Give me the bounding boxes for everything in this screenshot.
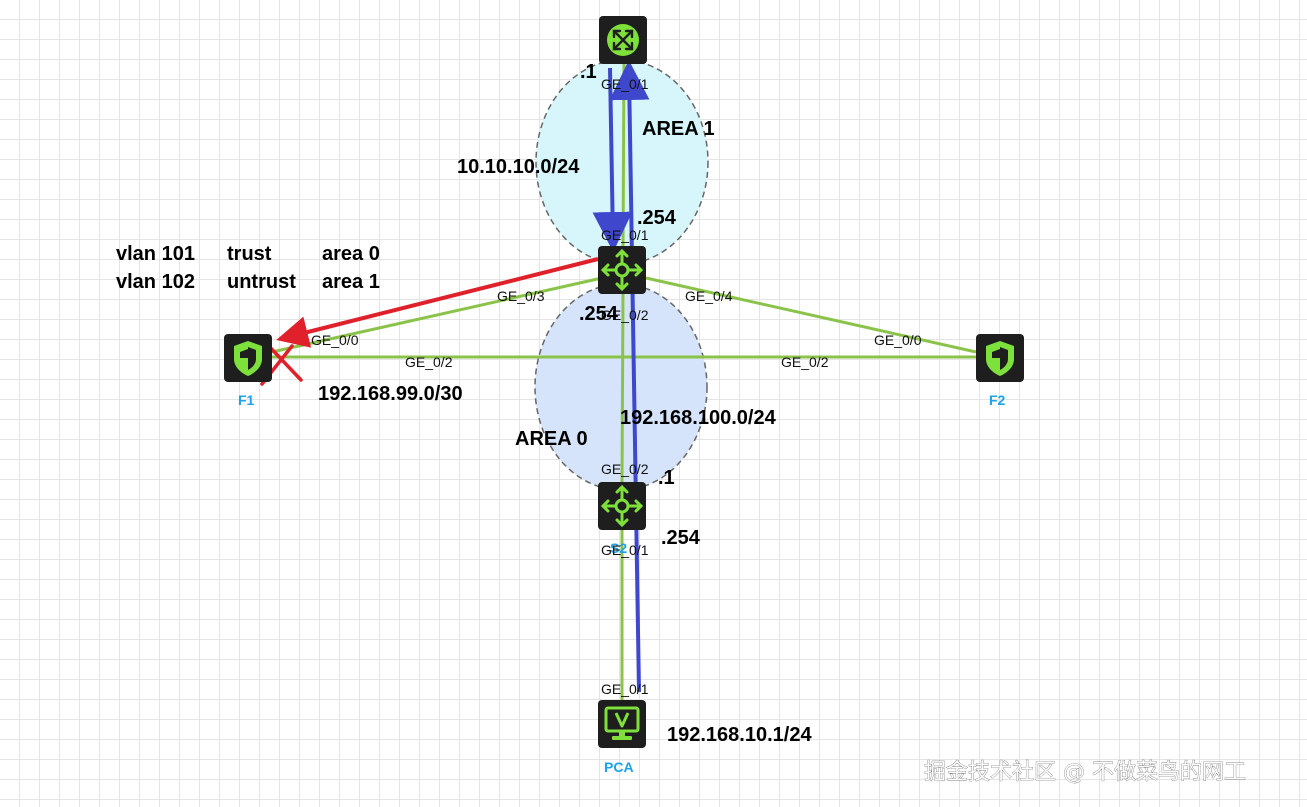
device-label-f1: F1 [238,392,255,408]
router-icon [607,24,639,56]
network-firewall-label: 192.168.99.0/30 [318,383,463,405]
port-label-s2-ge01: GE_0/1 [601,542,649,558]
s2-top-host-address: .1 [658,467,675,489]
watermark: 掘金技术社区 @ 不做菜鸟的网工 [924,760,1246,785]
s2-bottom-host-address: .254 [661,527,701,549]
blocked-path-arrow [276,257,599,348]
device-label-f2: F2 [989,392,1006,408]
firewall-f2[interactable] [976,334,1024,382]
port-label-pca-ge01: GE_0/1 [601,681,649,697]
firewall-icon [986,341,1014,376]
port-label-f2-ge02: GE_0/2 [781,354,829,370]
network-middle-label: 192.168.100.0/24 [620,407,777,429]
core-top-host-address: .254 [637,207,677,229]
link-core-f1 [271,276,603,354]
router-host-address: .1 [580,61,597,83]
firewall-icon [234,341,262,376]
l3-switch-icon [600,248,644,292]
device-label-s2: S2 [610,540,627,556]
pca-ip-address: 192.168.10.1/24 [667,724,812,746]
port-label-f2-ge00: GE_0/0 [874,332,922,348]
vlan-row1-vlan: vlan 101 [116,243,195,265]
port-label-f1-ge02: GE_0/2 [405,354,453,370]
lower-switch[interactable] [598,482,646,530]
top-router[interactable] [599,16,647,64]
firewall-f1[interactable] [224,334,272,382]
link-core-s2 [620,291,625,483]
port-label-core-ge03: GE_0/3 [497,288,545,304]
device-label-pca: PCA [604,759,634,775]
area0-label: AREA 0 [515,428,588,450]
l3-switch-icon [600,484,644,528]
vlan-row1-zone: trust [227,243,272,265]
area1-label: AREA 1 [642,118,715,140]
pc-pca[interactable] [598,700,646,748]
port-label-router-ge01: GE_0/1 [601,76,649,92]
network-top-label: 10.10.10.0/24 [457,156,580,178]
port-label-s2-ge02: GE_0/2 [601,461,649,477]
flow-arrow-up [609,60,650,693]
port-label-core-ge02: GE_0/2 [601,307,649,323]
core-bottom-host-address: .254 [579,303,619,325]
port-label-core-ge01: GE_0/1 [601,227,649,243]
vlan-row2-vlan: vlan 102 [116,271,195,293]
link-core-f2 [645,276,977,354]
port-label-core-ge04: GE_0/4 [685,288,733,304]
core-switch[interactable] [598,246,646,294]
vlan-row2-zone: untrust [227,271,296,293]
pc-icon [604,706,640,740]
port-label-f1-ge00: GE_0/0 [311,332,359,348]
vlan-row2-area: area 1 [322,271,380,293]
vlan-row1-area: area 0 [322,243,380,265]
